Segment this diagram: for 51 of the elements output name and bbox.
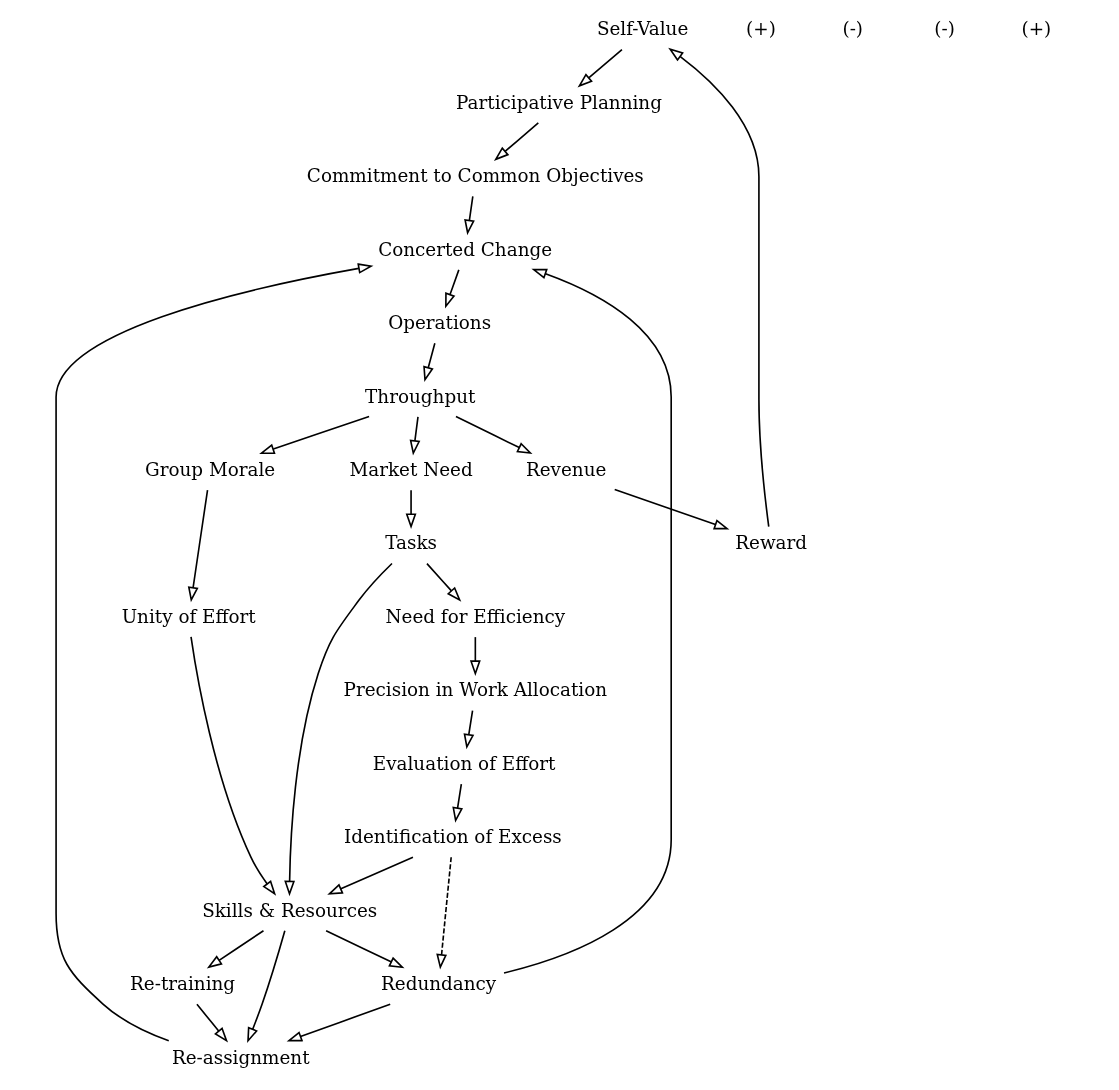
arrow <box>454 415 532 455</box>
node-text: Redundancy <box>380 973 496 995</box>
arrow <box>422 342 436 383</box>
arrow <box>405 489 416 529</box>
node-text: Identification of Excess <box>343 826 562 848</box>
arrow <box>283 562 393 897</box>
arrow <box>469 636 481 676</box>
arrow <box>463 195 475 236</box>
arrow <box>435 856 452 970</box>
label: (+) <box>745 18 776 40</box>
node-text: Unity of Effort <box>121 605 256 627</box>
arrow <box>613 488 729 530</box>
arrow <box>324 929 405 969</box>
arrow <box>195 1003 228 1043</box>
arrow <box>286 1003 391 1042</box>
node-text: Re-training <box>129 973 235 995</box>
arrow <box>189 636 276 896</box>
arrow <box>667 47 770 528</box>
arrow <box>206 929 264 969</box>
node-text: Re-assignment <box>171 1046 310 1068</box>
arrow <box>425 562 461 602</box>
node-text: Concerted Change <box>377 238 552 260</box>
arrow <box>326 856 414 895</box>
node-text: Evaluation of Effort <box>372 752 555 774</box>
node-text: Reward <box>734 532 807 554</box>
label: (-) <box>933 18 955 40</box>
arrow <box>493 122 539 161</box>
node-text: Throughput <box>364 385 475 407</box>
arrow <box>54 263 373 1042</box>
arrow <box>577 48 623 88</box>
arrow <box>444 269 460 309</box>
node-text: Skills & Resources <box>201 899 377 921</box>
arrow <box>502 268 672 974</box>
node-text: Commitment to Common Objectives <box>306 165 644 187</box>
node-text: Self-Value <box>596 18 688 40</box>
arrow <box>246 929 286 1043</box>
node-text: Operations <box>387 312 491 334</box>
arrow <box>463 709 474 750</box>
node-text: Revenue <box>525 459 606 481</box>
node-text: Precision in Work Allocation <box>343 679 607 701</box>
arrow <box>451 783 463 823</box>
node-text: Group Morale <box>144 459 275 481</box>
node-text: Market Need <box>348 459 473 481</box>
label: (-) <box>842 18 863 40</box>
node-text: Tasks <box>384 532 437 554</box>
arrow <box>258 415 370 454</box>
arrow <box>187 489 208 603</box>
arrow <box>409 415 420 456</box>
node-text: Participative Planning <box>455 91 662 113</box>
node-text: Need for Efficiency <box>385 605 565 627</box>
label: (+) <box>1021 18 1051 40</box>
